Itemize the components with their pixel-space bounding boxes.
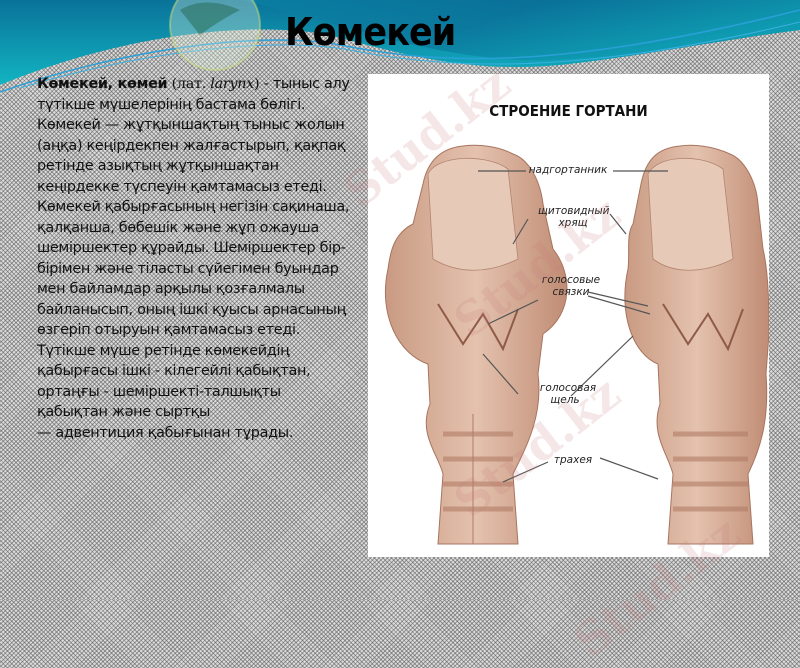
label-thyroid-line2: хрящ [558,217,588,229]
slide-title: Көмекей [285,10,456,54]
body-main-text: - тыныс алу түтікше мүшелерінің бастама … [37,76,350,420]
left-larynx-figure [384,144,568,545]
latin-term: larynx [210,76,255,92]
label-vocal-cords-line2: связки [552,286,590,298]
header-wave-graphic [0,0,800,93]
body-paragraph: Көмекей, көмей (лат. larynx) - тыныс алу… [37,74,352,443]
diagram-title: СТРОЕНИЕ ГОРТАНИ [489,102,648,120]
latin-suffix: ) [254,76,260,92]
label-vocal-cords-line1: голосовые [541,274,601,286]
right-larynx-figure [624,144,769,545]
label-epiglottis: надгортанник [528,164,608,176]
latin-prefix: (лат. [171,76,211,92]
label-trachea: трахея [553,454,593,466]
label-glottis-line2: щель [550,394,580,406]
larynx-illustration [384,144,769,545]
body-last-line: — адвентиция қабығынан тұрады. [37,424,294,441]
header-band [0,0,800,120]
label-glottis-line1: голосовая [539,382,597,394]
larynx-diagram: СТРОЕНИЕ ГОРТАНИ надгортанник щитовидный… [368,74,769,557]
leader-lines [478,170,668,483]
label-thyroid-line1: щитовидный [538,205,610,217]
term-bold: Көмекей, көмей [37,76,168,92]
